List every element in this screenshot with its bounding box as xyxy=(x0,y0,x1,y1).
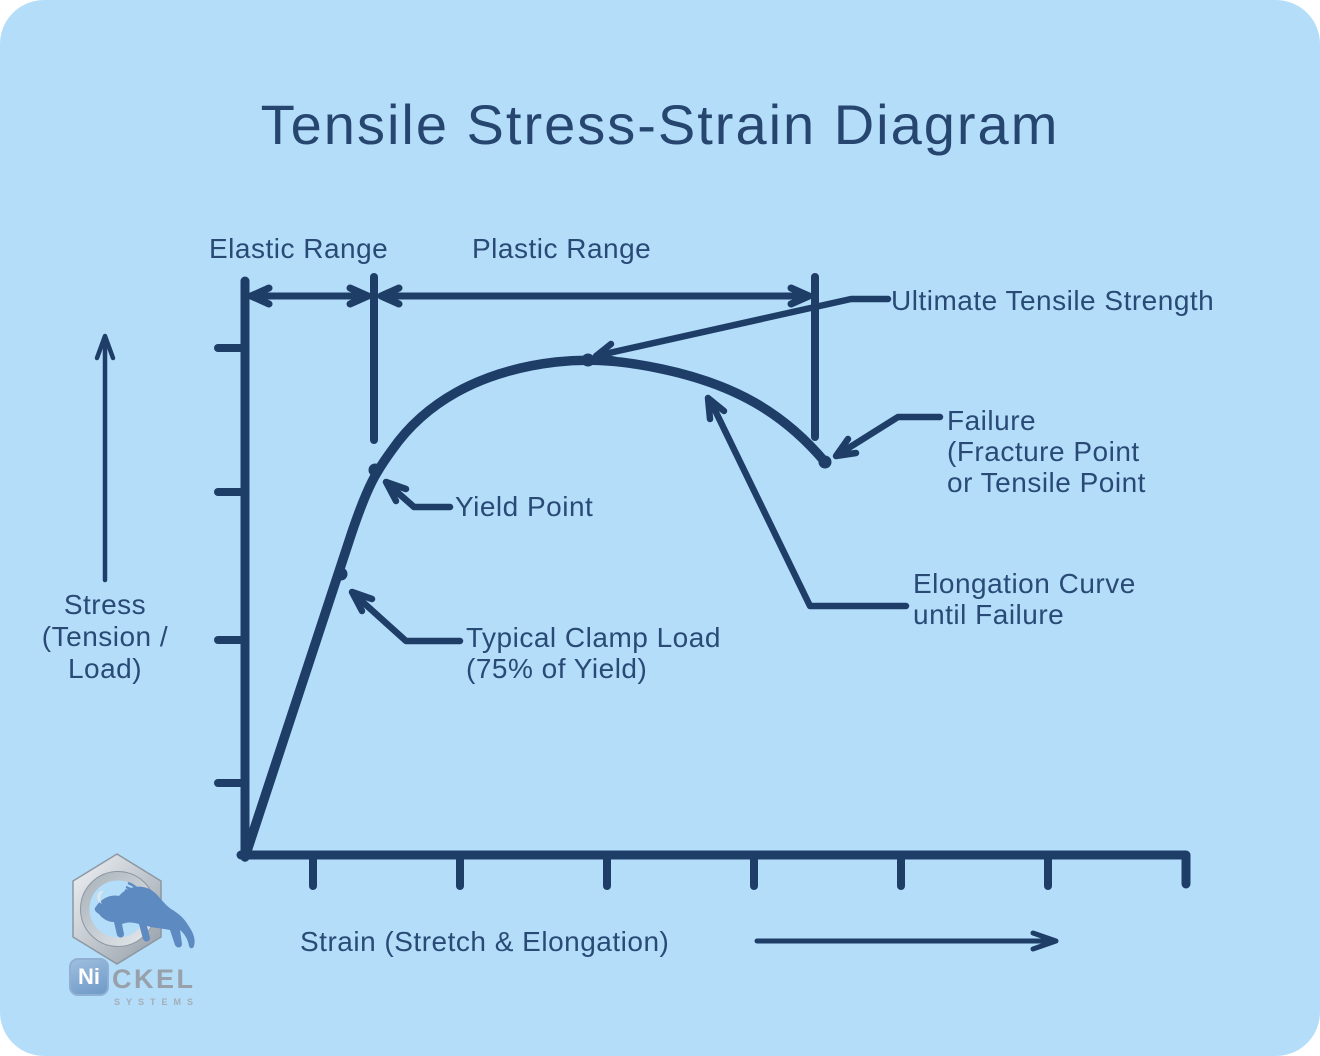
curve-point-dots xyxy=(334,353,832,581)
logo-ni-text: Ni xyxy=(78,964,100,989)
strain-axis-label: Strain (Stretch & Elongation) xyxy=(300,926,670,957)
uts-point-dot xyxy=(581,353,595,367)
stress-axis-label-line2: (Tension / xyxy=(41,621,169,652)
failure-point-dot xyxy=(818,455,832,469)
stress-direction-arrow xyxy=(94,333,116,583)
logo-ni-badge: Ni xyxy=(69,958,109,996)
strain-direction-arrow xyxy=(754,930,1059,952)
yield-point-dot xyxy=(368,463,382,477)
yield-leader-arrow xyxy=(382,478,454,511)
stress-strain-curve xyxy=(240,355,830,862)
failure-label-line3: or Tensile Point xyxy=(947,467,1146,498)
x-axis xyxy=(236,850,1191,889)
elongation-curve-label: Elongation Curve until Failure xyxy=(913,568,1136,630)
clamp-load-label-line1: Typical Clamp Load xyxy=(466,622,721,653)
x-axis-ticks xyxy=(309,855,1052,890)
yield-point-label: Yield Point xyxy=(455,491,594,522)
elastic-range-arrow xyxy=(247,284,372,308)
uts-leader-arrow xyxy=(592,295,892,364)
nickel-systems-logo xyxy=(72,853,195,965)
elongation-curve-label-line1: Elongation Curve xyxy=(913,568,1136,599)
elastic-range-label: Elastic Range xyxy=(209,233,389,264)
failure-label-line2: (Fracture Point xyxy=(947,436,1140,467)
failure-label: Failure (Fracture Point or Tensile Point xyxy=(947,405,1146,498)
clamp-load-label: Typical Clamp Load (75% of Yield) xyxy=(466,622,721,684)
logo-systems-text: SYSTEMS xyxy=(114,997,200,1007)
failure-label-line1: Failure xyxy=(947,405,1037,436)
logo-ckel-text: CKEL xyxy=(112,964,196,994)
page-title: Tensile Stress-Strain Diagram xyxy=(260,93,1060,156)
elongation-curve-label-line2: until Failure xyxy=(913,599,1065,630)
stress-axis-label-line1: Stress xyxy=(63,589,147,620)
elongation-leader-arrow xyxy=(704,394,910,610)
clamp-load-label-line2: (75% of Yield) xyxy=(466,653,648,684)
plastic-range-arrow xyxy=(377,284,813,308)
clamp-leader-arrow xyxy=(348,588,464,645)
plastic-range-label: Plastic Range xyxy=(472,233,652,264)
y-axis-ticks xyxy=(214,344,247,787)
failure-leader-arrow xyxy=(832,413,944,460)
leaping-bull-icon xyxy=(94,886,195,949)
stress-axis-label-line3: Load) xyxy=(67,653,143,684)
ultimate-tensile-strength-label: Ultimate Tensile Strength xyxy=(891,285,1215,316)
clamp-point-dot xyxy=(334,567,348,581)
stress-axis-label: Stress (Tension / Load) xyxy=(15,589,195,685)
